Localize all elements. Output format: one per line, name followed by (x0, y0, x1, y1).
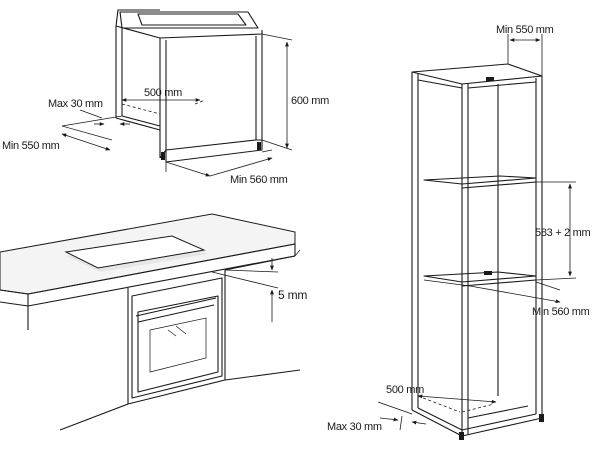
label-500-right: 500 mm (386, 384, 424, 396)
label-min-560-left: Min 560 mm (230, 174, 288, 186)
label-5mm: 5 mm (278, 288, 307, 302)
undercounter-cabinet-drawing (61, 9, 293, 177)
label-min-550-right: Min 550 mm (496, 24, 554, 36)
countertop-oven-drawing (0, 213, 301, 431)
label-max-30-right: Max 30 mm (327, 421, 382, 433)
label-500-left: 500 mm (144, 87, 182, 99)
label-600-height: 600 mm (291, 95, 329, 107)
tall-cabinet-drawing (377, 34, 577, 440)
label-583-2: 583 + 2 mm (535, 227, 591, 239)
label-min-560-right: Min 560 mm (532, 306, 590, 318)
label-min-550-left: Min 550 mm (2, 140, 60, 152)
label-max-30-left: Max 30 mm (48, 98, 103, 110)
